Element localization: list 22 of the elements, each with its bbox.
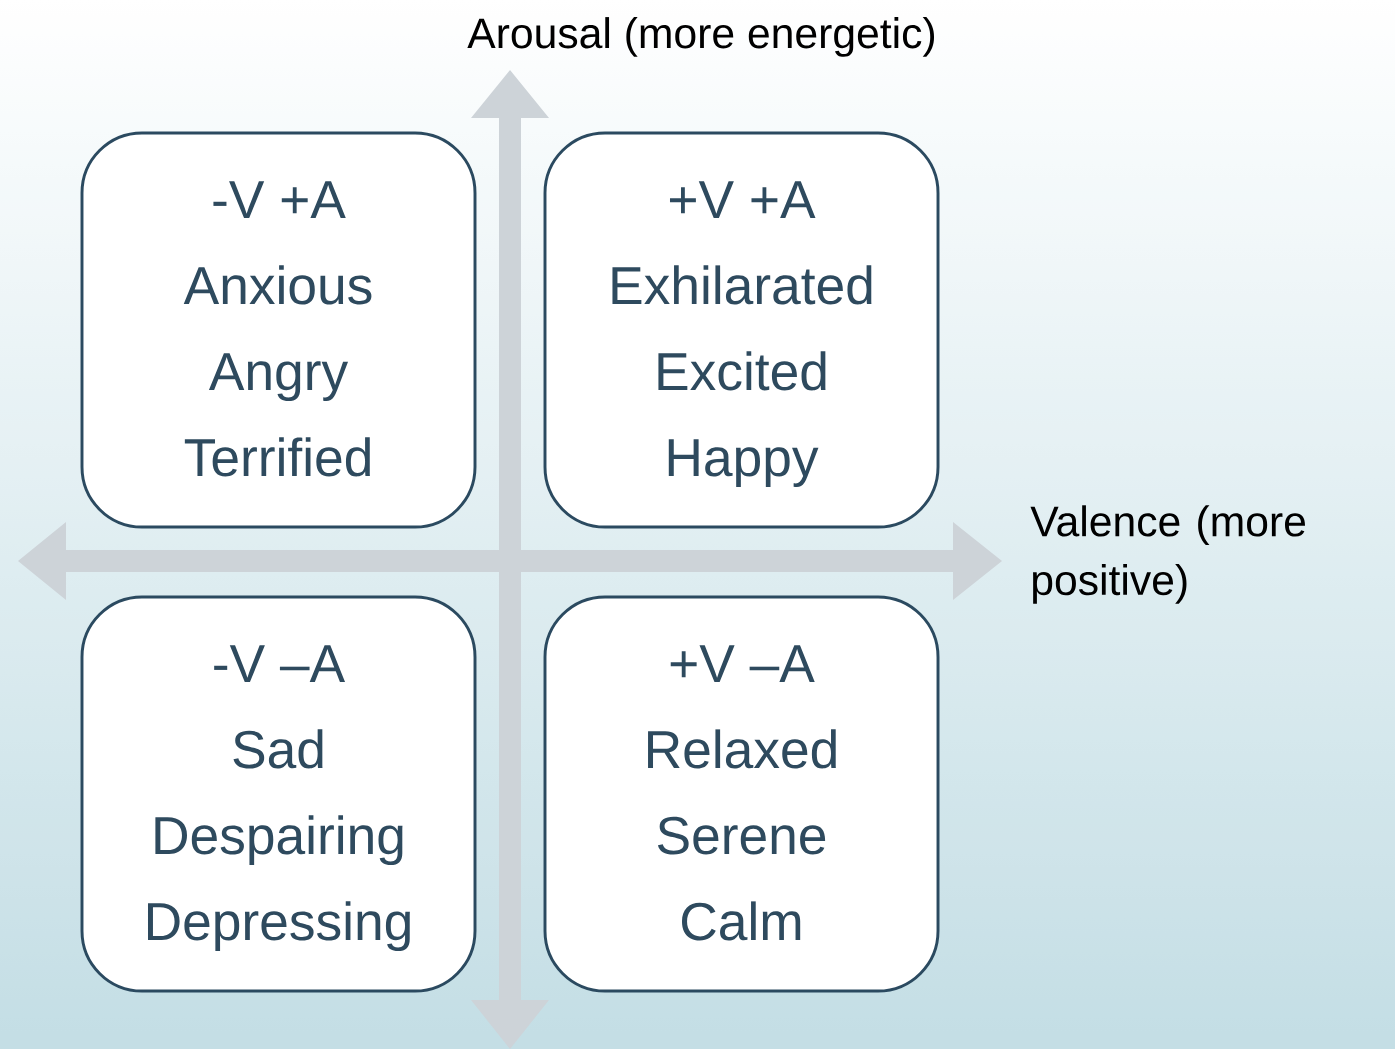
emotion-word: Relaxed [648,729,836,769]
quadrant-box [80,595,477,993]
emotion-word: Sad [233,729,323,769]
emotion-word: Anxious [183,265,372,305]
emotion-word: Angry [208,353,349,402]
emotion-word: Serene [657,816,826,855]
emotion-word: Happy [668,439,819,488]
quadrant-box [543,131,940,529]
emotion-word: Terrified [184,437,370,477]
emotion-word: Excited [658,351,826,391]
emotion-word: Calm [682,901,801,941]
quadrant-heading: -V –A [214,645,346,682]
quadrant-heading: -V +A [213,181,346,218]
quadrant-heading: +V +A [670,181,816,218]
axis-label: Valence (more positive) [1030,505,1305,604]
emotion-word: Depressing [148,901,410,952]
emotion-word: Despairing [155,815,403,866]
axis-label: Arousal (more energetic) [467,17,934,57]
quadrant-box [543,595,940,993]
emotion-word: Exhilarated [612,265,872,305]
quadrant-heading: +V –A [670,645,815,682]
quadrant-box [80,131,477,529]
